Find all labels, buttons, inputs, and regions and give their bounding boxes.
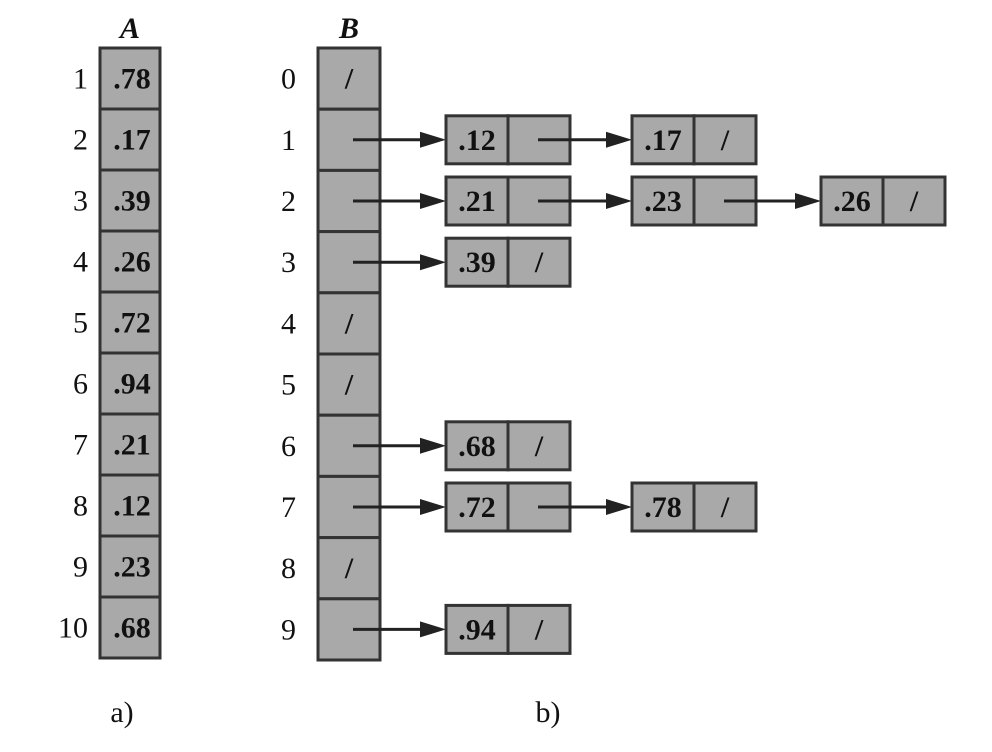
- array-a-value: .12: [113, 490, 151, 523]
- array-b-index: 5: [281, 369, 296, 402]
- arrow-head: [606, 499, 632, 515]
- array-a-cell: [98, 595, 162, 660]
- array-a-index: 9: [73, 551, 88, 584]
- array-b-index: 2: [281, 185, 296, 218]
- list-node-next: [881, 175, 947, 227]
- list-node-key: [819, 175, 885, 227]
- null-pointer: /: [534, 613, 544, 646]
- list-node-next: [692, 481, 758, 533]
- array-a-value: .17: [113, 124, 151, 157]
- array-a-value: .26: [113, 246, 151, 279]
- list-node-value: .68: [458, 430, 496, 463]
- list-node-next: [692, 114, 758, 166]
- null-pointer: /: [720, 124, 730, 157]
- array-b-cell: [316, 46, 382, 111]
- arrow-head: [420, 499, 446, 515]
- list-node-value: .72: [458, 491, 496, 524]
- array-b-cell: [316, 291, 382, 356]
- array-a-cell: [98, 351, 162, 416]
- list-node-value: .94: [458, 613, 496, 646]
- list-node-value: .12: [458, 124, 496, 157]
- list-node-value: .26: [833, 185, 871, 218]
- array-a-index: 2: [73, 124, 88, 157]
- list-node-next: [506, 603, 572, 655]
- list-node-key: [444, 420, 510, 472]
- array-a-index: 4: [73, 246, 88, 279]
- array-b-index: 9: [281, 613, 296, 646]
- arrow-head: [420, 193, 446, 209]
- caption-b: b): [536, 696, 561, 729]
- array-b-index: 0: [281, 63, 296, 96]
- arrow-head: [606, 131, 632, 148]
- array-b-cell: [316, 352, 382, 417]
- list-node-key: [444, 481, 510, 533]
- array-a-cell: [98, 473, 162, 538]
- array-a-cell: [98, 229, 162, 294]
- arrow-head: [606, 193, 632, 209]
- list-node-value: .78: [644, 491, 682, 524]
- array-b-index: 8: [281, 552, 296, 585]
- array-a-index: 1: [73, 63, 88, 96]
- list-node-key: [444, 175, 510, 227]
- null-pointer: /: [720, 491, 730, 524]
- array-a-value: .21: [113, 429, 151, 462]
- array-a-title: A: [118, 12, 140, 45]
- array-a-value: .72: [113, 307, 151, 340]
- array-a-index: 3: [73, 185, 88, 218]
- null-pointer: /: [534, 430, 544, 463]
- array-a-value: .78: [113, 63, 151, 96]
- array-a-index: 8: [73, 490, 88, 523]
- arrow-head: [795, 193, 821, 209]
- array-b-index: 3: [281, 246, 296, 279]
- array-b-index: 6: [281, 430, 296, 463]
- array-a-value: .68: [113, 612, 151, 645]
- array-a-value: .23: [113, 551, 151, 584]
- array-a-value: .39: [113, 185, 151, 218]
- list-node-value: .23: [644, 185, 682, 218]
- list-node-next: [506, 236, 572, 288]
- array-a-index: 6: [73, 368, 88, 401]
- arrow-head: [420, 254, 446, 271]
- array-a-value: .94: [113, 368, 151, 401]
- list-node-key: [630, 114, 696, 166]
- null-pointer: /: [344, 307, 354, 340]
- list-node-value: .21: [458, 185, 496, 218]
- list-node-next: [506, 420, 572, 472]
- null-pointer: /: [344, 63, 354, 96]
- array-b-index: 4: [281, 307, 296, 340]
- list-node-value: .39: [458, 246, 496, 279]
- null-pointer: /: [909, 185, 919, 218]
- list-node-value: .17: [644, 124, 682, 157]
- array-b-index: 7: [281, 491, 296, 524]
- caption-a: a): [110, 696, 133, 729]
- list-node-key: [444, 603, 510, 655]
- array-a-index: 5: [73, 307, 88, 340]
- array-a-index: 10: [58, 612, 88, 645]
- array-a-index: 7: [73, 429, 88, 462]
- arrow-head: [420, 437, 446, 454]
- null-pointer: /: [534, 246, 544, 279]
- null-pointer: /: [344, 369, 354, 402]
- array-b-index: 1: [281, 124, 296, 157]
- array-b-title: B: [338, 12, 359, 45]
- arrow-head: [420, 131, 446, 148]
- null-pointer: /: [344, 552, 354, 585]
- arrow-head: [420, 621, 446, 638]
